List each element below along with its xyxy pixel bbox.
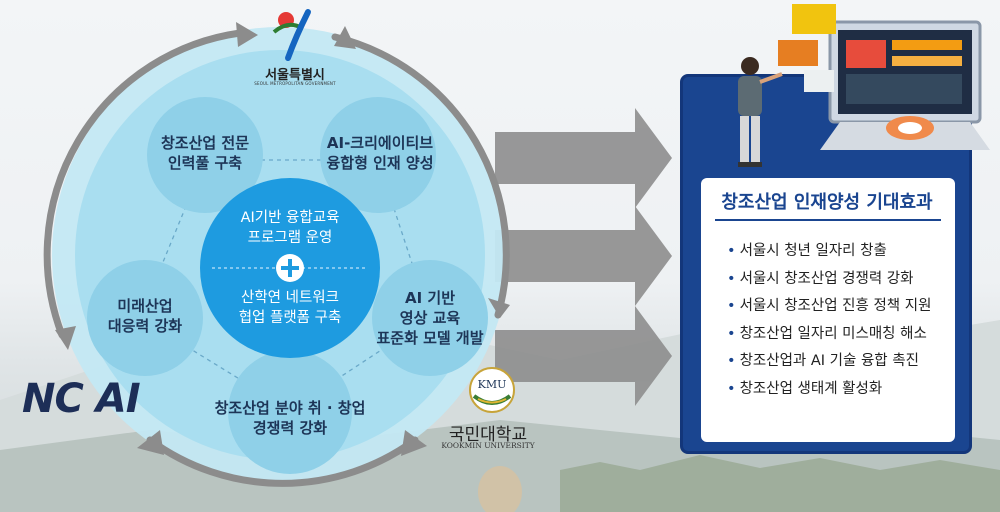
seoul-logo-sub: SEOUL METROPOLITAN GOVERNMENT (254, 81, 336, 86)
flow-arrows (495, 108, 672, 406)
seoul-logo-icon (272, 9, 311, 61)
center-bottom-label: 산학연 네트워크 협업 플랫폼 구축 (238, 290, 342, 326)
node-top-left: 창조산업 전문 인력풀 구축 (160, 134, 250, 172)
benefits-list-item: •창조산업 일자리 미스매칭 해소 (727, 325, 927, 342)
benefits-panel-body (701, 178, 955, 442)
benefits-panel-divider (715, 219, 941, 221)
person-monitor-illustration (738, 4, 990, 167)
node-left: 미래산업 대응력 강화 (107, 297, 183, 335)
benefits-list: •서울시 청년 일자리 창출 •서울시 창조산업 경쟁력 강화 •서울시 창조산… (727, 238, 931, 403)
center-top-label: AI기반 융합교육 프로그램 운영 (240, 210, 340, 246)
kookmin-logo-name: 국민대학교 (448, 425, 528, 445)
node-right: AI 기반 영상 교육 표준화 모델 개발 (376, 289, 484, 347)
node-bottom: 창조산업 분야 취 · 창업 경쟁력 강화 (214, 399, 366, 437)
benefits-list-item: •서울시 청년 일자리 창출 (727, 243, 887, 259)
kookmin-emblem-icon: KMU (469, 367, 515, 413)
plus-icon (276, 254, 304, 282)
kookmin-logo-sub: KOOKMIN UNIVERSITY (441, 441, 535, 450)
benefits-list-item: •창조산업 생태계 활성화 (727, 380, 883, 397)
kookmin-badge-text: KMU (478, 378, 507, 391)
seoul-logo-name: 서울특별시 (265, 68, 325, 83)
benefits-list-item: •서울시 창조산업 진흥 정책 지원 (727, 298, 932, 314)
ncai-logo: NC AI (22, 376, 141, 422)
benefits-list-item: •창조산업과 AI 기술 융합 촉진 (727, 353, 919, 369)
cycle-arrows (43, 29, 510, 487)
node-top-right: AI-크리에이티브 융합형 인재 양성 (326, 134, 434, 172)
benefits-list-item: •서울시 창조산업 경쟁력 강화 (727, 270, 914, 287)
benefits-panel-title: 창조산업 인재양성 기대효과 (721, 192, 933, 213)
